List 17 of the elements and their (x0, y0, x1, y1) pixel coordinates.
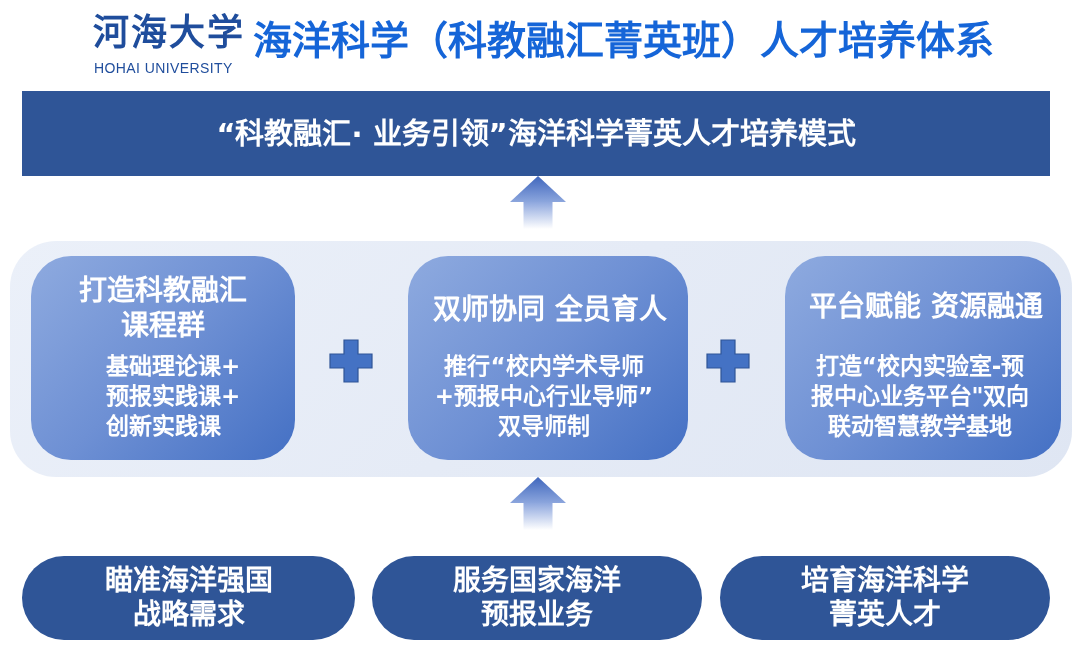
pill-box: 瞄准海洋强国战略需求 (22, 556, 355, 640)
pill-box: 培育海洋科学菁英人才 (720, 556, 1050, 640)
card (408, 256, 688, 460)
card (785, 256, 1061, 460)
panel (10, 241, 1072, 477)
university-name: 河海大学 (93, 11, 245, 53)
card-heading: 打造科教融汇课程群 (78, 273, 248, 343)
pill-box: 服务国家海洋预报业务 (372, 556, 702, 640)
card (31, 256, 295, 460)
university-name-latin: HOHAI UNIVERSITY (94, 60, 233, 76)
card-heading: 双师协同 全员育人 (432, 292, 668, 327)
card-text: 基础理论课+预报实践课+创新实践课 (106, 352, 242, 441)
card-text: 打造“校内实验室-预报中心业务平台"双向联动智慧教学基地 (809, 352, 1031, 441)
banner: “科教融汇· 业务引领”海洋科学菁英人才培养模式 (22, 91, 1050, 176)
title: 海洋科学（科教融汇菁英班）人才培养体系 (253, 19, 994, 63)
card-heading: 平台赋能 资源融通 (808, 289, 1044, 324)
card-text: 推行“校内学术导师+预报中心行业导师”双导师制 (433, 352, 655, 441)
